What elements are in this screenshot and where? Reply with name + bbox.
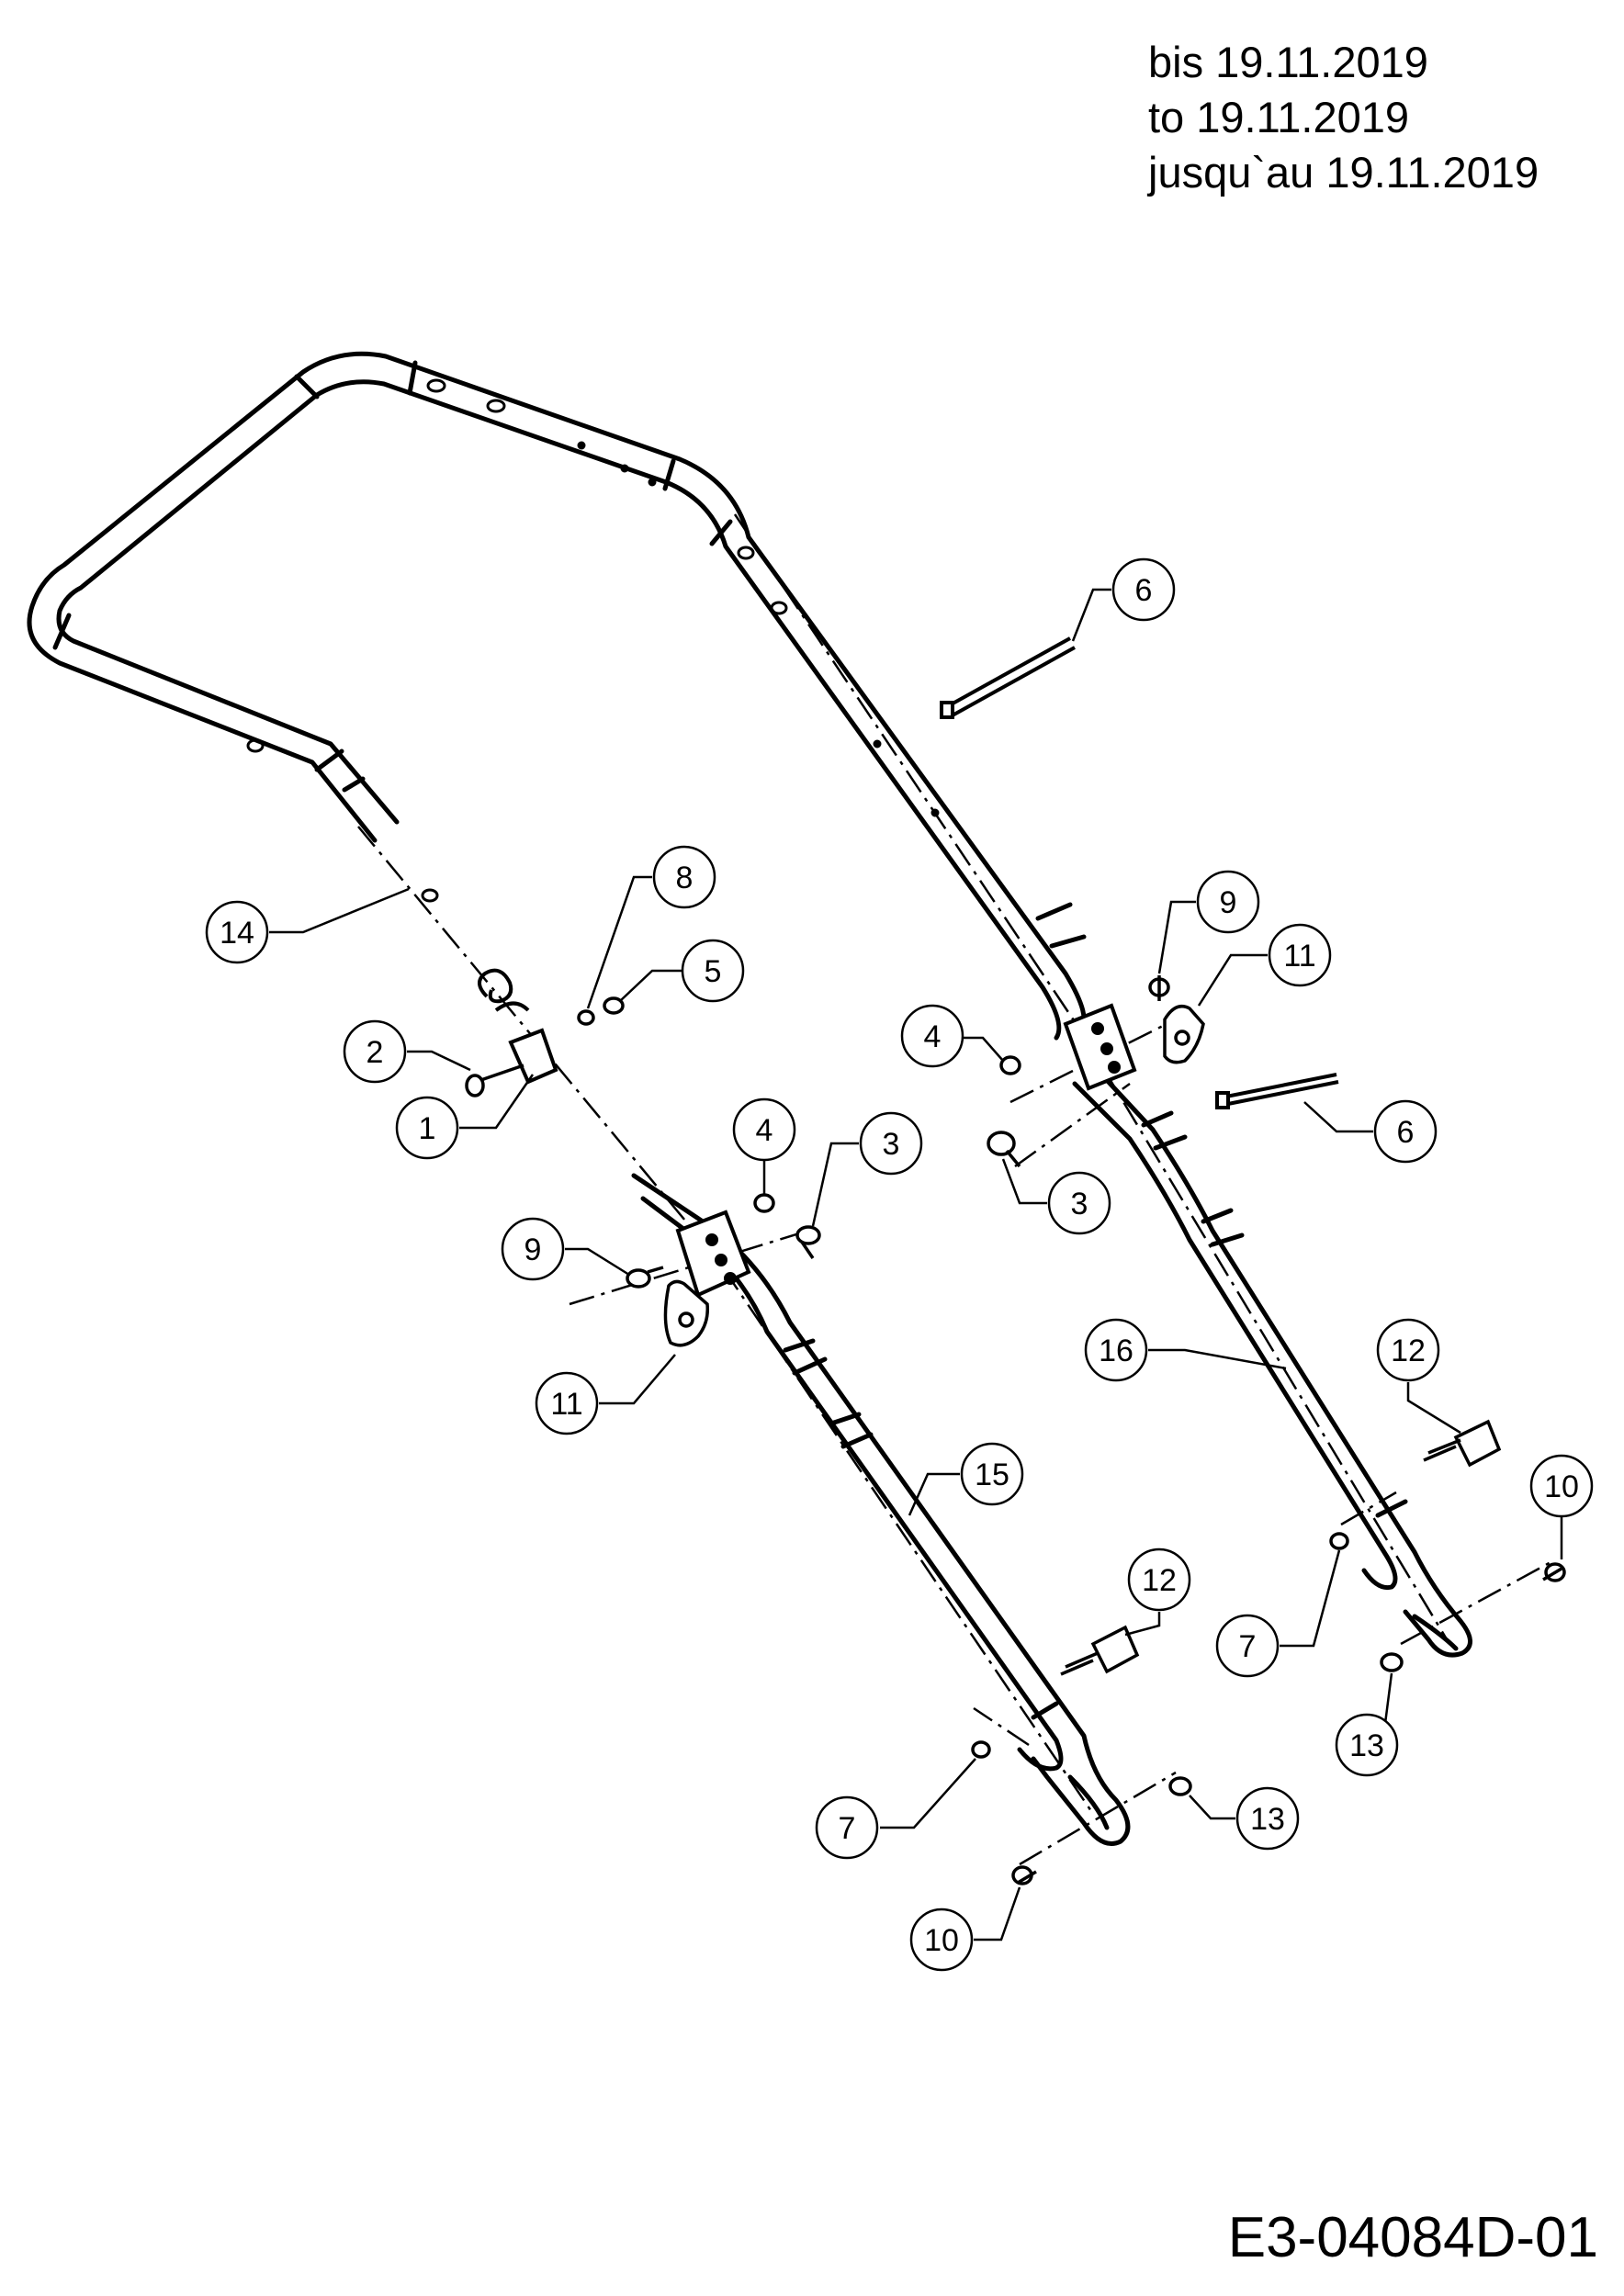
hinge-bracket-left (675, 1210, 751, 1298)
upper-tube-rivets (246, 378, 940, 903)
callout-8: 8 (586, 845, 716, 1009)
callout-4-left: 4 (732, 1097, 796, 1194)
callout-3-left: 3 (811, 1111, 923, 1227)
date-line-en: to 19.11.2019 (1148, 93, 1409, 141)
drawing-code: E3-04084D-01 (1227, 2206, 1598, 2269)
callout-10-right: 10 (1529, 1454, 1594, 1559)
callout-15-label: 15 (975, 1458, 1009, 1492)
lower-right-tube (1072, 1063, 1472, 1658)
callout-10-left-label: 10 (924, 1923, 959, 1958)
callout-9-left: 9 (501, 1217, 630, 1281)
callout-12-right-label: 12 (1391, 1334, 1426, 1368)
callout-13-right: 13 (1335, 1672, 1399, 1777)
callout-11-right-label: 11 (1283, 939, 1315, 974)
callout-13-left-label: 13 (1250, 1802, 1285, 1837)
callout-13-right-label: 13 (1349, 1728, 1384, 1763)
callout-3-right: 3 (1001, 1158, 1111, 1235)
callout-7-right-label: 7 (1239, 1629, 1257, 1664)
assembly-centerlines (357, 513, 1553, 1866)
callout-14-label: 14 (220, 916, 254, 951)
callout-6-upper: 6 (1071, 557, 1176, 642)
callout-2-label: 2 (367, 1035, 384, 1070)
callout-14: 14 (205, 887, 410, 964)
callout-6-upper-label: 6 (1135, 573, 1153, 608)
callout-6-lower-label: 6 (1397, 1115, 1415, 1150)
callout-11-left-label: 11 (550, 1387, 582, 1422)
callout-10-right-label: 10 (1544, 1469, 1579, 1504)
callout-13-left: 13 (1189, 1786, 1300, 1851)
date-line-de: bis 19.11.2019 (1148, 38, 1428, 86)
callout-8-label: 8 (676, 861, 694, 895)
callout-7-left-label: 7 (839, 1811, 856, 1846)
callout-9-right-label: 9 (1220, 885, 1237, 920)
callout-7-left: 7 (815, 1758, 976, 1860)
cable-tie-lower (1215, 1073, 1339, 1109)
callout-16: 16 (1084, 1318, 1287, 1382)
callout-11-left: 11 (535, 1354, 676, 1435)
callout-9-right: 9 (1157, 870, 1260, 974)
callout-7-right: 7 (1215, 1549, 1341, 1678)
callout-4-right: 4 (900, 1004, 1004, 1068)
callout-3-right-label: 3 (1071, 1187, 1088, 1221)
callout-12-right: 12 (1376, 1318, 1461, 1435)
hinge-bracket-right (1063, 1003, 1137, 1091)
cable-guide-clip (478, 968, 558, 1085)
date-line-fr: jusqu`au 19.11.2019 (1148, 148, 1539, 197)
callout-11-right: 11 (1197, 923, 1332, 1007)
date-validity-block: bis 19.11.2019 to 19.11.2019 jusqu`au 19… (1148, 35, 1539, 200)
callout-6-lower: 6 (1303, 1099, 1438, 1164)
callout-1: 1 (395, 1074, 535, 1160)
callout-15: 15 (908, 1442, 1024, 1516)
callout-2: 2 (343, 1019, 471, 1084)
callout-12-left-label: 12 (1142, 1563, 1177, 1598)
callout-5-label: 5 (705, 954, 722, 989)
callout-12-left: 12 (1124, 1548, 1191, 1637)
callout-10-left: 10 (909, 1886, 1021, 1972)
hardware-parts (465, 975, 1566, 1885)
callout-9-left-label: 9 (524, 1232, 542, 1267)
callout-1-label: 1 (419, 1111, 436, 1146)
callout-4-right-label: 4 (924, 1019, 942, 1054)
callout-4-left-label: 4 (756, 1113, 773, 1148)
cable-tie-upper (940, 636, 1076, 719)
callout-3-left-label: 3 (883, 1127, 900, 1162)
callout-5: 5 (619, 939, 745, 1003)
callout-16-label: 16 (1099, 1334, 1133, 1368)
upper-handle-tube (27, 351, 1087, 1041)
